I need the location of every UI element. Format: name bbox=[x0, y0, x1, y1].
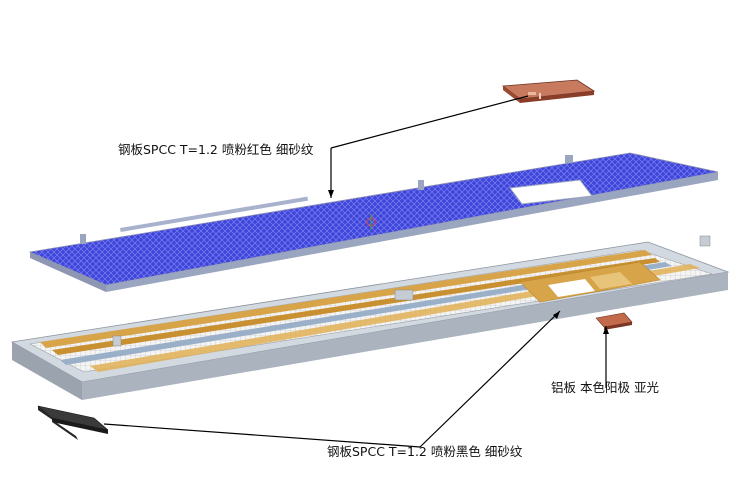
black-steel-bracket bbox=[37, 405, 109, 440]
aluminum-callout-label: 铝板 本色阳极 亚光 bbox=[551, 380, 659, 395]
aluminum-plate-part bbox=[595, 312, 633, 330]
leader-line-base-right bbox=[419, 310, 561, 448]
gray-tray-base bbox=[10, 235, 730, 400]
leader-line-base-left bbox=[103, 423, 421, 448]
leader-lines bbox=[103, 95, 609, 448]
base-callout-label: 钢板SPCC T=1.2 喷粉黑色 细砂纹 bbox=[327, 444, 523, 459]
blue-cover-plate bbox=[28, 152, 719, 292]
cover-callout-label: 钢板SPCC T=1.2 喷粉红色 细砂纹 bbox=[118, 142, 314, 157]
red-steel-bracket bbox=[501, 79, 596, 103]
leader-line-cover-diag bbox=[330, 95, 529, 149]
